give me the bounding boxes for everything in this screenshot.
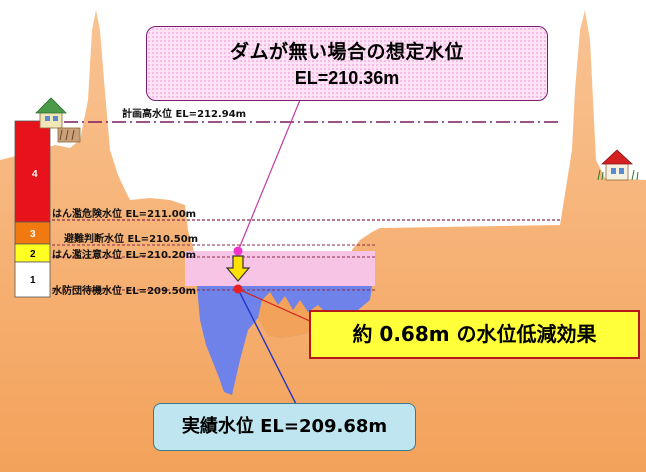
reduction-effect-text: 約 0.68m の水位低減効果: [352, 322, 597, 346]
label-danger-level: はん濫危険水位 EL=211.00m: [52, 207, 196, 220]
pointer-line-actual: [237, 288, 297, 405]
pointer-line-no-dam: [237, 99, 301, 252]
actual-level-callout: 実績水位 EL=209.68m: [153, 403, 416, 451]
label-standby-level: 水防団待機水位 EL=209.50m: [51, 284, 196, 297]
level-boxes: 4 3 2 1: [14, 120, 51, 298]
label-plan-high-water: 計画高水位 EL=212.94m: [122, 107, 246, 120]
assumed-level-marker: [233, 246, 243, 256]
reduction-effect-callout: 約 0.68m の水位低減効果: [309, 310, 640, 359]
actual-level-text: 実績水位 EL=209.68m: [181, 416, 388, 437]
level-box-2-number: 2: [30, 249, 36, 260]
assumed-level-callout: ダムが無い場合の想定水位 EL=210.36m: [146, 26, 548, 101]
level-box-4-number: 4: [32, 169, 38, 180]
level-box-1-number: 1: [30, 275, 36, 286]
assumed-level-value: EL=210.36m: [294, 68, 400, 88]
house-right-icon: [597, 149, 639, 181]
actual-level-marker: [233, 284, 243, 294]
house-left-icon: [35, 97, 81, 143]
reduction-arrow-icon: [225, 255, 251, 282]
label-evacuation-level: 避難判断水位 EL=210.50m: [63, 232, 198, 245]
assumed-water-band: [185, 251, 375, 286]
level-box-1: [14, 261, 51, 298]
level-box-3-number: 3: [30, 229, 36, 240]
assumed-level-title: ダムが無い場合の想定水位: [229, 41, 464, 63]
label-caution-level: はん濫注意水位 EL=210.20m: [52, 248, 196, 261]
